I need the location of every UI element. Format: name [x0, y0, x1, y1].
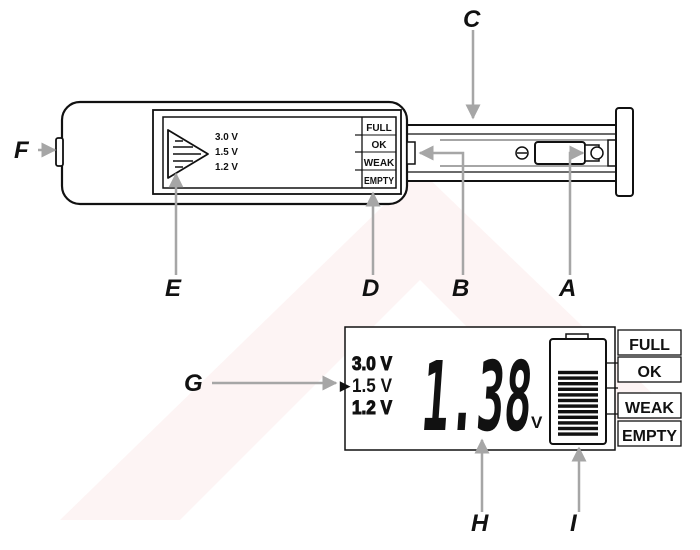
callout-label-d: D — [362, 275, 379, 302]
lcd-status-label: OK — [638, 364, 662, 381]
voltage-select-button[interactable] — [167, 129, 209, 179]
device-status-label: EMPTY — [364, 176, 394, 187]
callout-arrow-a — [568, 145, 585, 275]
voltage-unit: V — [531, 413, 543, 432]
battery-level-bar — [558, 393, 598, 397]
lcd-status-label: EMPTY — [622, 428, 677, 445]
device-voltage-label: 1.5 V — [215, 147, 238, 158]
device-status-label: FULL — [366, 123, 392, 134]
battery-level-bar — [558, 387, 598, 391]
lcd-voltage-label: 3.0 V — [352, 354, 392, 375]
device-status-label: OK — [372, 140, 388, 151]
callout-label-e: E — [165, 275, 182, 302]
device-status-label: WEAK — [364, 158, 395, 169]
device-voltage-label: 3.0 V — [215, 132, 238, 143]
callout-label-f: F — [14, 137, 30, 164]
fixed-contact — [406, 141, 416, 165]
battery-level-bar — [558, 404, 598, 408]
device-voltage-label: 1.2 V — [215, 162, 238, 173]
battery-level-bar — [558, 370, 598, 375]
battery-level-bar — [558, 421, 598, 425]
callout-label-h: H — [471, 510, 489, 537]
lcd-status-label: WEAK — [625, 400, 674, 417]
side-button[interactable] — [55, 137, 64, 167]
battery-level-bars — [558, 370, 598, 436]
battery-level-bar — [558, 398, 598, 403]
battery-level-bar — [558, 432, 598, 436]
lcd-status-legend: FULL OK WEAK EMPTY — [606, 329, 682, 447]
battery-gauge-icon — [549, 333, 607, 445]
lcd-voltage-label-selected: 1.5 V — [352, 376, 392, 397]
battery-level-bar — [558, 382, 598, 386]
callout-label-a: A — [558, 275, 576, 302]
voltage-selected-marker-icon: ▶ — [339, 378, 351, 393]
callout-arrow-b — [418, 145, 465, 275]
lcd-status-label: FULL — [629, 337, 670, 354]
battery-level-bar — [558, 376, 598, 380]
watermark-shape — [60, 170, 680, 520]
callout-label-i: I — [570, 510, 578, 537]
callout-label-c: C — [463, 6, 481, 33]
battery-tester-device: 3.0 V 1.5 V 1.2 V FULL OK WEAK EMPTY — [55, 100, 634, 206]
battery-level-bar — [558, 415, 598, 419]
callout-arrows — [38, 30, 587, 512]
callout-label-g: G — [184, 370, 203, 397]
lcd-voltage-label: 1.2 V — [352, 398, 392, 419]
rail-end-cap — [615, 107, 634, 197]
lcd-detail: 3.0 V 1.5 V 1.2 V ▶ 1.38 V FULL OK WEAK … — [339, 326, 682, 453]
callout-label-b: B — [452, 275, 469, 302]
voltage-reading: 1.38 — [418, 341, 536, 453]
battery-level-bar — [558, 410, 598, 414]
battery-level-bar — [558, 426, 598, 431]
